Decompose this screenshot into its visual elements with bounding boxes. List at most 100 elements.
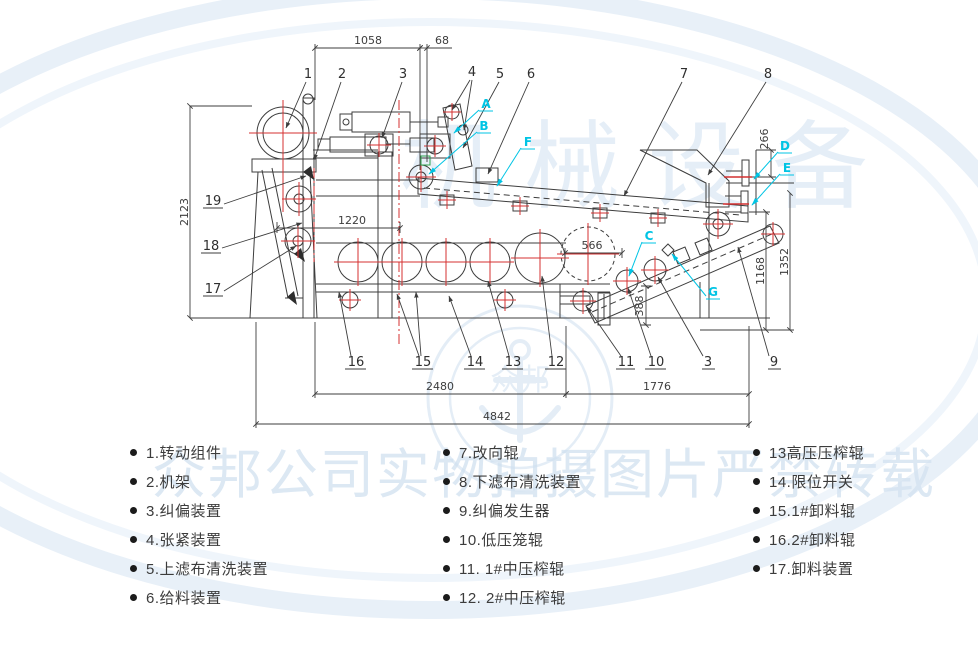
bullet-icon [753, 507, 760, 514]
dim-bottom-left-span: 2480 [426, 380, 454, 393]
callout-6: 6 [527, 67, 535, 82]
legend-label: 12. 2#中压榨辊 [459, 590, 566, 607]
dimension-lines [186, 44, 794, 428]
belt-dashed-line [423, 187, 773, 313]
bullet-icon [753, 449, 760, 456]
callout-14: 14 [467, 355, 484, 370]
letter-F: F [524, 135, 532, 149]
callout-4: 4 [468, 65, 476, 80]
callout-9: 9 [770, 355, 778, 370]
letter-A: A [481, 97, 491, 111]
bullet-icon [130, 478, 137, 485]
letter-C: C [645, 229, 654, 243]
legend-column-1: 1.转动组件 2.机架 3.纠偏装置 4.张紧装置 5.上滤布清洗装置 6.给料… [130, 443, 268, 607]
legend-label: 17.卸料装置 [769, 561, 854, 578]
red-pipe-marks [723, 176, 752, 205]
legend-item: 11. 1#中压榨辊 [443, 559, 581, 578]
callout-3b: 3 [704, 355, 712, 370]
callout-10: 10 [648, 355, 665, 370]
callout-1: 1 [304, 67, 312, 82]
dim-frame-span: 1220 [338, 214, 366, 227]
callout-17: 17 [205, 282, 222, 297]
legend-column-2: 7.改向辊 8.下滤布清洗装置 9.纠偏发生器 10.低压笼辊 11. 1#中压… [443, 443, 581, 607]
legend-label: 11. 1#中压榨辊 [459, 561, 565, 578]
legend-item: 2.机架 [130, 472, 268, 491]
legend-item: 14.限位开关 [753, 472, 864, 491]
callout-3: 3 [399, 67, 407, 82]
dim-right-offset: 266 [758, 129, 771, 150]
legend-label: 8.下滤布清洗装置 [459, 474, 582, 491]
legend-item: 15.1#卸料辊 [753, 501, 864, 520]
dim-top-offset: 68 [435, 34, 449, 47]
dim-bottom-right-span: 1776 [643, 380, 671, 393]
bullet-icon [443, 478, 450, 485]
legend-label: 1.转动组件 [146, 445, 222, 462]
bullet-icon [443, 594, 450, 601]
legend-item: 13高压压榨辊 [753, 443, 864, 462]
letter-E: E [783, 161, 791, 175]
letter-G: G [708, 285, 718, 299]
dimension-labels: 1058 68 2123 1220 566 388 1168 1352 266 … [178, 34, 791, 423]
letter-D: D [780, 139, 790, 153]
tension-cylinders [317, 103, 499, 183]
legend-label: 10.低压笼辊 [459, 532, 544, 549]
legend-item: 7.改向辊 [443, 443, 581, 462]
dim-discharge-height: 388 [633, 296, 646, 317]
bullet-icon [753, 565, 760, 572]
letter-B: B [479, 119, 488, 133]
legend-label: 16.2#卸料辊 [769, 532, 856, 549]
dim-top-width: 1058 [354, 34, 382, 47]
legend-label: 5.上滤布清洗装置 [146, 561, 269, 578]
dim-inner-height: 1168 [754, 257, 767, 285]
legend-item: 1.转动组件 [130, 443, 268, 462]
callout-5: 5 [496, 67, 504, 82]
legend-label: 6.给料装置 [146, 590, 222, 607]
legend-item: 16.2#卸料辊 [753, 530, 864, 549]
legend-label: 7.改向辊 [459, 445, 520, 462]
red-center-marks [249, 100, 785, 345]
legend-item: 6.给料装置 [130, 588, 268, 607]
dim-left-height: 2123 [178, 198, 191, 226]
callout-11: 11 [618, 355, 635, 370]
legend-item: 5.上滤布清洗装置 [130, 559, 268, 578]
legend-label: 15.1#卸料辊 [769, 503, 856, 520]
reference-letters: A B F D E C G [428, 97, 794, 300]
legend-item: 8.下滤布清洗装置 [443, 472, 581, 491]
legend-label: 9.纠偏发生器 [459, 503, 551, 520]
callout-2: 2 [338, 67, 346, 82]
callout-numbers: 1 2 3 4 5 6 7 8 19 18 17 16 15 14 13 12 … [203, 65, 778, 370]
upper-belt-frame [417, 177, 749, 224]
callout-7: 7 [680, 67, 688, 82]
legend-label: 13高压压榨辊 [769, 445, 865, 462]
legend-item: 4.张紧装置 [130, 530, 268, 549]
callout-18: 18 [203, 239, 220, 254]
bullet-icon [443, 507, 450, 514]
legend-column-3: 13高压压榨辊 14.限位开关 15.1#卸料辊 16.2#卸料辊 17.卸料装… [753, 443, 864, 578]
bullet-icon [443, 449, 450, 456]
callout-underlines [201, 207, 781, 370]
watermark-arc-inner [0, 18, 978, 582]
callout-12: 12 [548, 355, 565, 370]
legend-item: 3.纠偏装置 [130, 501, 268, 520]
right-section [559, 149, 794, 331]
watermark-band-text: 众邦公司实物拍摄图片严禁转载 [152, 443, 936, 506]
bullet-icon [443, 536, 450, 543]
callout-15: 15 [415, 355, 432, 370]
callout-19: 19 [205, 194, 222, 209]
dim-total-span: 4842 [483, 410, 511, 423]
legend-label: 3.纠偏装置 [146, 503, 222, 520]
dim-outer-height: 1352 [778, 248, 791, 276]
bullet-icon [130, 536, 137, 543]
bullet-icon [753, 478, 760, 485]
bullet-icon [130, 594, 137, 601]
bullet-icon [130, 449, 137, 456]
legend-item: 10.低压笼辊 [443, 530, 581, 549]
callout-16: 16 [348, 355, 365, 370]
bullet-icon [130, 565, 137, 572]
legend-item: 12. 2#中压榨辊 [443, 588, 581, 607]
bullet-icon [443, 565, 450, 572]
callout-13: 13 [505, 355, 522, 370]
legend-label: 14.限位开关 [769, 474, 854, 491]
legend-label: 2.机架 [146, 474, 191, 491]
